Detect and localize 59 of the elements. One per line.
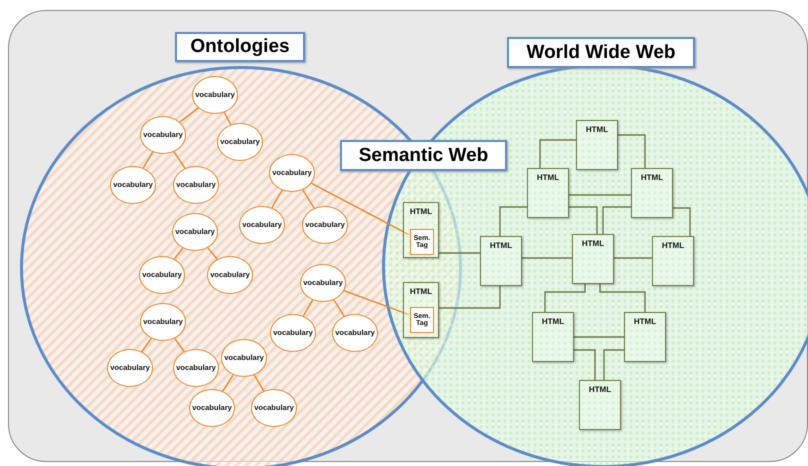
connector-line	[173, 151, 186, 169]
page-box	[480, 236, 522, 286]
connector-line	[254, 374, 264, 392]
heading-label: Ontologies	[175, 32, 305, 62]
node-text: HTML	[536, 174, 560, 182]
tag-box	[410, 307, 434, 333]
node-text: HTML	[490, 242, 512, 250]
page-box	[403, 282, 439, 338]
connector-line	[174, 248, 184, 260]
node-text: HTML	[582, 240, 604, 248]
connector-line	[569, 206, 598, 234]
connector-line	[141, 338, 152, 352]
connector-line	[439, 286, 501, 309]
node-text: HTML	[410, 208, 432, 216]
connector-line	[271, 190, 283, 208]
connector-line	[599, 284, 646, 312]
page-box	[576, 120, 618, 170]
node-text: HTML	[542, 318, 564, 326]
connector-line	[142, 152, 154, 168]
page-box	[579, 380, 621, 430]
page-box	[527, 168, 569, 218]
connector-line	[333, 299, 345, 317]
node-text: HTML	[640, 174, 664, 182]
connector-line	[302, 300, 314, 316]
page-box	[532, 312, 574, 362]
connector-line	[614, 257, 652, 259]
connector-line	[207, 247, 218, 260]
connector-line	[439, 252, 480, 254]
page-box	[624, 312, 666, 362]
connector-line	[539, 139, 576, 168]
connector-line	[603, 349, 624, 380]
connector-line	[344, 290, 410, 316]
connector-line	[574, 349, 596, 380]
node-text: HTML	[588, 386, 612, 394]
connector-line	[618, 134, 646, 168]
node-text: HTML	[410, 288, 432, 296]
page-box	[403, 202, 439, 258]
connector-line	[602, 206, 631, 234]
tag-box	[410, 229, 434, 255]
connector-line	[311, 182, 410, 236]
connector-line	[222, 374, 234, 392]
heading-label: Semantic Web	[340, 140, 507, 171]
connector-line	[302, 189, 315, 209]
page-box	[631, 168, 673, 218]
heading-label: World Wide Web	[507, 37, 695, 68]
node-text: HTML	[586, 126, 608, 134]
node-text: HTML	[634, 318, 656, 326]
connector-line	[174, 338, 185, 352]
connector-line	[522, 257, 572, 259]
page-box	[572, 234, 614, 284]
connector-line	[569, 194, 631, 196]
page-box	[652, 236, 694, 286]
connector-line	[574, 336, 624, 338]
connector-line	[499, 206, 527, 236]
connector-line	[179, 107, 199, 123]
connector-line	[224, 112, 232, 125]
node-text: HTML	[662, 242, 684, 250]
connector-line	[544, 284, 586, 312]
connector-line	[673, 207, 691, 236]
